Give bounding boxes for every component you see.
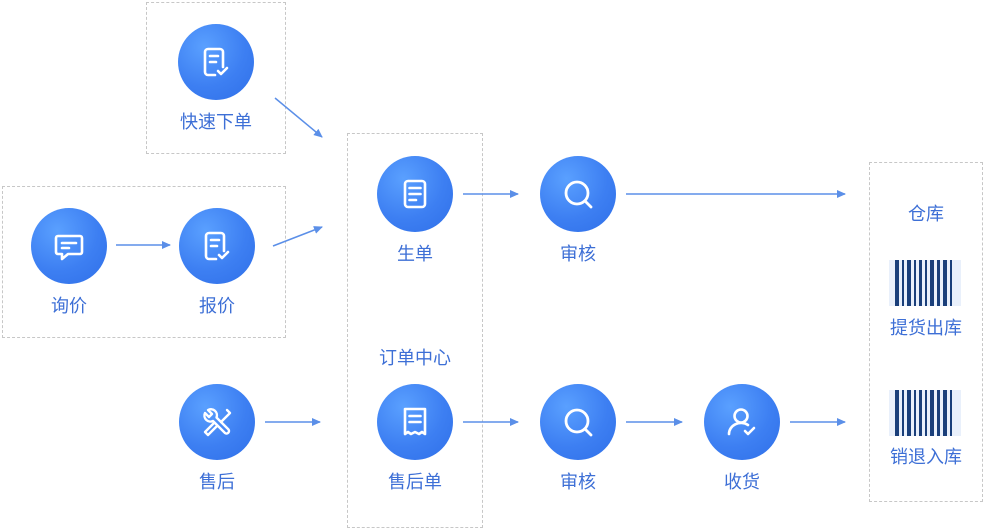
node-label: 收货 xyxy=(724,472,760,493)
search-icon xyxy=(540,384,616,460)
node-create-order: 生单 xyxy=(355,156,475,266)
node-label: 审核 xyxy=(560,472,596,493)
search-icon xyxy=(540,156,616,232)
warehouse-group xyxy=(869,162,983,502)
user-check-icon xyxy=(704,384,780,460)
document-check-icon xyxy=(178,24,254,100)
node-after-sales-order: 售后单 xyxy=(355,384,475,494)
message-icon xyxy=(31,208,107,284)
inquiry-quote-group xyxy=(2,186,286,338)
barcode-icon xyxy=(889,390,961,436)
node-label: 快速下单 xyxy=(180,112,252,133)
node-label: 售后单 xyxy=(388,472,442,493)
node-receive: 收货 xyxy=(682,384,802,494)
document-icon xyxy=(377,156,453,232)
node-inquiry: 询价 xyxy=(9,208,129,318)
arrow-quote-to-create xyxy=(272,226,323,247)
node-label: 生单 xyxy=(397,244,433,265)
wrench-screwdriver-icon xyxy=(179,384,255,460)
return-inbound-label: 销退入库 xyxy=(890,447,962,468)
receipt-icon xyxy=(377,384,453,460)
node-label: 询价 xyxy=(51,296,87,317)
quick-order-group xyxy=(146,2,286,154)
order-center-group xyxy=(347,133,483,528)
node-label: 报价 xyxy=(199,296,235,317)
arrow-quick-order-to-create xyxy=(274,97,323,138)
order-center-label: 订单中心 xyxy=(379,348,451,369)
node-label: 售后 xyxy=(199,472,235,493)
node-after-sales: 售后 xyxy=(157,384,277,494)
node-label: 审核 xyxy=(560,244,596,265)
document-check-icon xyxy=(179,208,255,284)
node-review-bottom: 审核 xyxy=(518,384,638,494)
node-quote: 报价 xyxy=(157,208,277,318)
warehouse-label: 仓库 xyxy=(908,204,944,225)
node-quick-order: 快速下单 xyxy=(156,24,276,134)
barcode-icon xyxy=(889,260,961,306)
pickup-outbound-label: 提货出库 xyxy=(890,318,962,339)
node-review-top: 审核 xyxy=(518,156,638,266)
